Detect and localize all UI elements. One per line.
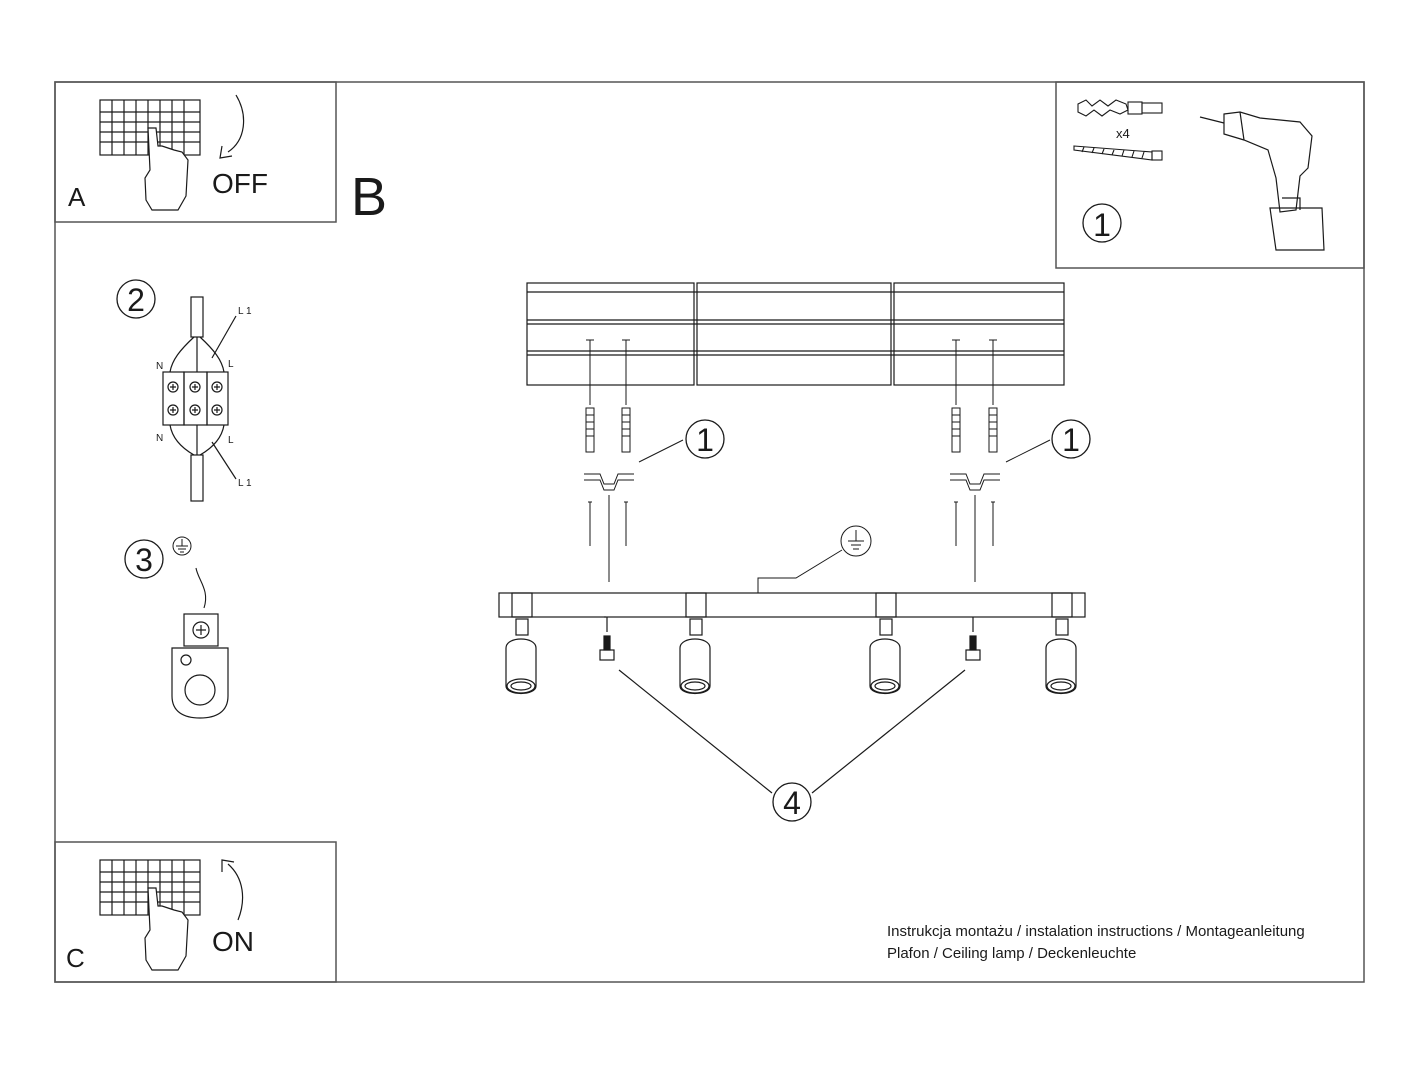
panel-c-power-on: C ON [54,841,337,983]
caption-line-2: Plafon / Ceiling lamp / Deckenleuchte [887,945,1137,962]
mounting-hardware-right [950,339,1051,582]
spotlight-4 [1045,618,1077,695]
instructions-caption: Instrukcja montażu / instalation instruc… [887,921,1305,965]
l-top-label: L [228,359,234,370]
drill-icon [1199,111,1325,251]
spotlight-1 [505,618,537,695]
off-label: OFF [212,168,268,199]
grounding-diagram: 3 [124,536,229,719]
on-label: ON [212,926,254,957]
hand-icon [144,887,189,971]
step-1-right-number: 1 [1062,422,1080,458]
l1-bottom-label: L 1 [238,478,252,489]
rotate-up-arrow-icon [227,863,244,921]
ground-symbol-icon [172,536,192,556]
screw-icon [1073,145,1163,161]
l1-top-label: L 1 [238,306,252,317]
rotate-down-arrow-icon [227,94,245,153]
step-4-number: 4 [783,785,801,821]
spotlight-2 [679,618,711,695]
n-top-label: N [156,361,163,372]
step-1-left-number: 1 [696,422,714,458]
ceiling-panels [526,282,1065,386]
outer-frame [54,81,1365,983]
panel-a-letter: A [68,182,86,212]
step-3-number: 3 [135,542,153,578]
ceiling-lamp-bar [498,592,1086,794]
fixing-screw-left [599,617,615,661]
caption-line-1: Instrukcja montażu / instalation instruc… [887,923,1305,940]
step-2-number: 2 [127,282,145,318]
wall-plug-icon [1077,99,1163,117]
panel-a-power-off: A OFF [54,81,337,223]
wiring-diagram: 2 L 1 N L N L L 1 [116,279,252,502]
panel-b-letter: B [351,167,387,227]
tools-panel: x4 1 [1055,81,1365,269]
mounting-hardware-left [584,339,684,582]
step-1-badge [1082,203,1122,243]
spotlight-3 [869,618,901,695]
ground-terminal-icon [171,613,229,719]
terminal-block-icon [162,371,185,426]
quantity-label: x4 [1116,126,1130,141]
fixing-screw-right [965,617,981,661]
panel-c-letter: C [66,943,85,973]
bar-ground-symbol-icon [757,525,872,593]
hand-icon [144,127,189,211]
n-bottom-label: N [156,433,163,444]
l-bottom-label: L [228,435,234,446]
step-1-number: 1 [1093,207,1111,243]
